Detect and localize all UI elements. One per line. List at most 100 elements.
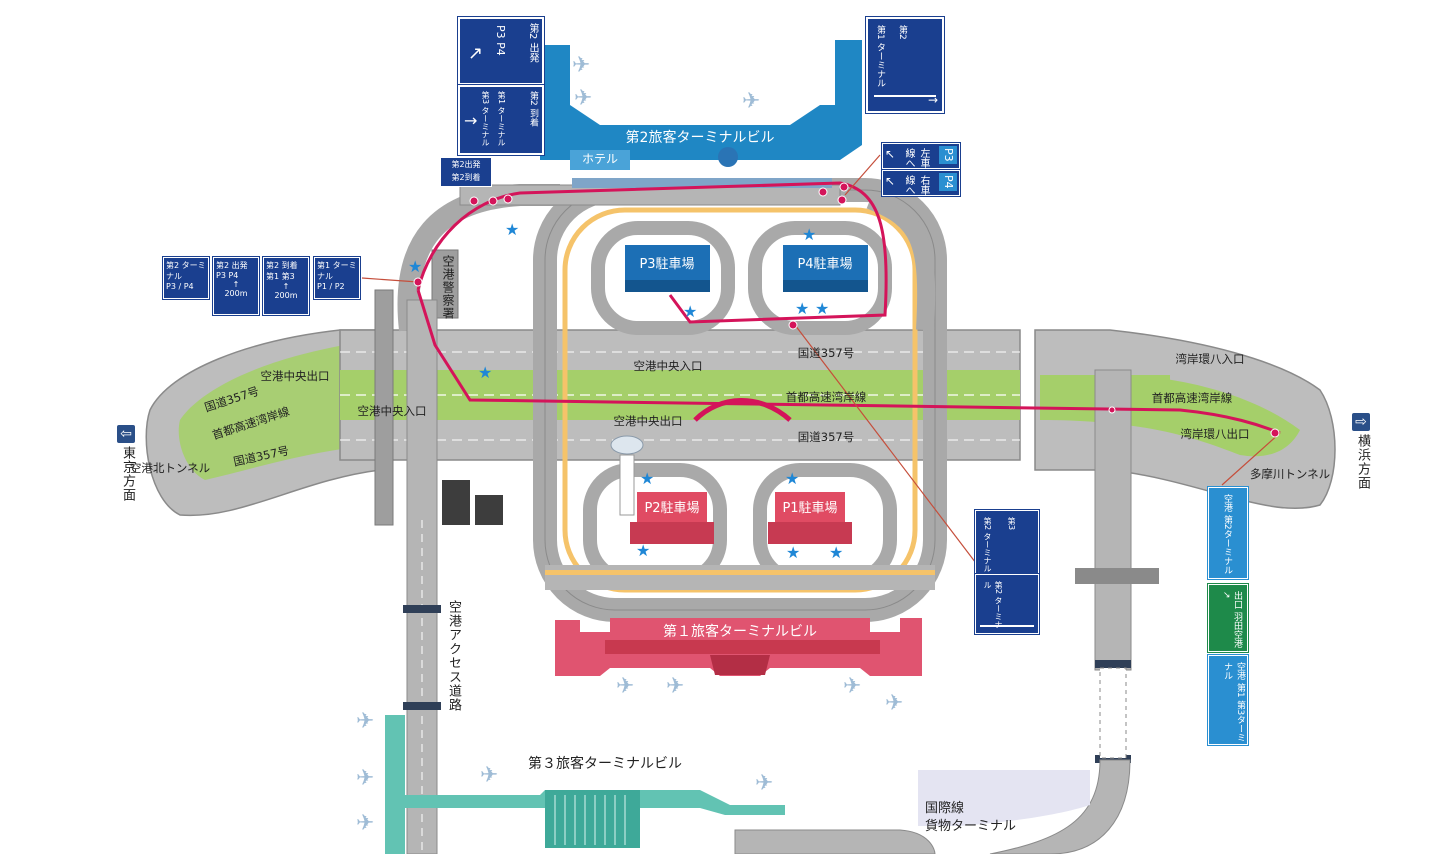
parking-p3 <box>625 245 710 292</box>
label-central-exit-west: 空港中央出口 <box>261 369 330 383</box>
svg-text:✈: ✈ <box>356 766 374 791</box>
sign-t2-arrival: 第2 到着 第1 ターミナル 第3 ターミナル → <box>457 84 545 156</box>
sign-left-1-sub: ターミナル <box>166 261 206 281</box>
sign-p3-code: P3 <box>939 146 957 164</box>
svg-text:✈: ✈ <box>885 691 903 716</box>
sign-left-2-sub: 出発 <box>231 261 248 270</box>
label-tamagawa-tunnel: 多摩川トンネル <box>1250 467 1330 481</box>
sign-t1-departure: 第2 ターミナル <box>974 573 1040 635</box>
parking-p4 <box>783 245 868 292</box>
sign-p4-lane: P4 右車線へ ↖ <box>881 169 961 197</box>
parking-p2 <box>630 492 714 544</box>
sign-t2-departure: 第2 出発 P3 P4 ↗ <box>457 16 545 86</box>
yokohama-direction-label: 横浜方面 <box>1355 434 1370 490</box>
east-tunnel-road <box>989 369 1159 854</box>
sign-left-2-top: 第2 <box>216 261 230 270</box>
svg-text:✈: ✈ <box>356 709 374 734</box>
sign-nw-terminal: 第1 ターミナル 第2 → <box>865 16 945 114</box>
sign-t2-dep-arrow-icon: ↗ <box>468 43 484 64</box>
sign-right-2: 出口 羽田空港 ↗ <box>1207 583 1249 653</box>
route-red-line <box>416 181 1281 435</box>
svg-text:✈: ✈ <box>742 89 760 114</box>
sign-p4-text: 右車線へ <box>903 175 929 195</box>
sign-p4-code: P4 <box>939 173 957 191</box>
sign-left-3: 第2 到着 第1 第3 ↑ 200m <box>262 256 310 316</box>
sign-left-4-sub: ターミナル <box>317 261 357 281</box>
sign-t2-arr-t1-text: ターミナル <box>497 106 506 147</box>
police-label: 空港警察署 <box>441 255 455 320</box>
sign-left-1-p: P3 / P4 <box>166 282 194 291</box>
svg-text:★: ★ <box>786 543 800 562</box>
sign-t1-dep-arrow-line <box>980 625 1034 627</box>
sign-left-3-dist: 200m <box>274 291 298 300</box>
svg-text:✈: ✈ <box>616 674 634 699</box>
yokohama-arrow-icon: ⇨ <box>1352 413 1370 431</box>
sign-nw-arrow-line <box>874 95 936 97</box>
airplane-icons: ✈✈✈ ✈✈✈ ✈✈✈ ✈✈✈ <box>356 53 903 836</box>
terminal-2 <box>540 40 862 188</box>
sign-nw-t2: 第2 <box>897 25 907 40</box>
sign-left-1: 第2 ターミナル P3 / P4 <box>162 256 210 300</box>
sign-t2-arr-arrow-icon: → <box>464 111 478 130</box>
airport-access-road <box>374 289 441 854</box>
label-r357-top: 国道357号 <box>798 346 854 360</box>
svg-text:★: ★ <box>640 469 654 488</box>
svg-text:★: ★ <box>815 299 829 318</box>
leader-line-3 <box>1221 432 1281 486</box>
leader-line-1 <box>794 324 986 576</box>
sign-small-line2: 第2到着 <box>451 173 481 182</box>
main-east-west-corridor <box>145 329 1336 517</box>
sign-right-2-text: 出口 羽田空港 ↗ <box>1221 591 1242 648</box>
sign-t2-arr-t3: 第3 <box>481 91 490 105</box>
cargo-terminal <box>918 770 1090 826</box>
label-north-tunnel: 空港北トンネル <box>130 461 210 475</box>
sign-t1-dep-t2: 第2 <box>994 581 1003 595</box>
sign-t2-dep-p4: P4 <box>494 42 507 56</box>
svg-text:★: ★ <box>802 225 816 244</box>
control-tower <box>610 435 644 516</box>
sign-t2-arr-t2: 第2 <box>528 91 538 106</box>
sign-t2-dep-text: 出発 <box>527 42 538 63</box>
sign-left-2: 第2 出発 P3 P4 ↑ 200m <box>212 256 260 316</box>
svg-text:★: ★ <box>795 299 809 318</box>
label-wangan8-entrance: 湾岸環八入口 <box>1176 352 1245 366</box>
p2-label: P2駐車場 <box>644 501 699 516</box>
sign-t2-dep-terminal: 第2 <box>527 23 538 40</box>
sign-right-3-text: 空港 第1 第3ターミナル <box>1222 662 1245 743</box>
sign-left-2-p: P3 P4 <box>216 271 239 280</box>
label-shuto-east: 首都高速湾岸線 <box>1152 391 1233 405</box>
cargo-label-2: 貨物ターミナル <box>925 818 1016 834</box>
sign-right-1: 空港 第2ターミナル <box>1207 486 1249 580</box>
sign-t1-arr-t2: 第2 <box>983 517 992 531</box>
t3-label: 第３旅客ターミナルビル <box>528 755 682 772</box>
label-shuto-center: 首都高速湾岸線 <box>786 390 867 404</box>
label-central-exit-mid: 空港中央出口 <box>614 414 683 428</box>
leader-line-4 <box>361 277 419 283</box>
svg-text:✈: ✈ <box>356 811 374 836</box>
svg-text:✈: ✈ <box>666 674 684 699</box>
svg-text:★: ★ <box>829 543 843 562</box>
sign-left-3-p: 第1 第3 <box>266 272 295 281</box>
terminal-1 <box>555 618 922 676</box>
hotel-label: ホテル <box>582 152 618 166</box>
label-central-entrance-west: 空港中央入口 <box>358 404 427 418</box>
label-wangan8-exit: 湾岸環八出口 <box>1181 427 1250 441</box>
p3-label: P3駐車場 <box>639 257 694 272</box>
t1-label: 第１旅客ターミナルビル <box>663 623 817 640</box>
svg-text:★: ★ <box>478 363 492 382</box>
sign-p3-arrow-icon: ↖ <box>885 147 896 161</box>
sign-left-2-dist: 200m <box>224 289 248 298</box>
route-points <box>413 182 1280 438</box>
sign-t1-arr-label: ターミナル <box>983 532 992 573</box>
t2-label: 第2旅客ターミナルビル <box>626 129 775 146</box>
svg-text:✈: ✈ <box>480 763 498 788</box>
tokyo-arrow-icon: ⇦ <box>117 425 135 443</box>
sign-t2-arr-t1: 第1 <box>497 91 506 105</box>
svg-text:★: ★ <box>636 541 650 560</box>
sign-right-3: 空港 第1 第3ターミナル <box>1207 654 1249 746</box>
sign-left-3-top: 第2 <box>266 261 280 270</box>
landmark-stars: ★★★ ★★★ ★★★ ★★★ <box>408 220 843 562</box>
svg-text:★: ★ <box>785 469 799 488</box>
sign-left-1-top: 第2 <box>166 261 180 270</box>
